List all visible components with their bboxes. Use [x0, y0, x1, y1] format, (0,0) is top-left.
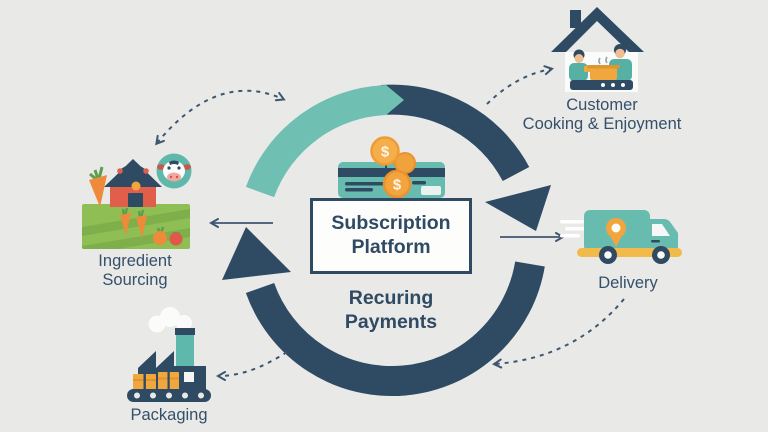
chimney	[176, 330, 194, 368]
subscription-platform-box: Subscription Platform	[310, 198, 472, 274]
delivery-label: Delivery	[598, 274, 658, 292]
cycle-arrow-teal	[245, 85, 388, 198]
windshield	[652, 224, 670, 236]
house-cooking-icon	[551, 7, 644, 92]
conveyor-icon	[127, 389, 211, 402]
house-chimney	[570, 10, 581, 28]
roof	[551, 7, 644, 52]
carrot-icon	[89, 166, 167, 245]
dashed-arrow-from-delivery	[491, 298, 625, 369]
cycle-circle	[222, 84, 551, 397]
cycle-arrowhead-left	[222, 227, 291, 280]
delivery-truck-icon	[560, 210, 682, 264]
platform-label-line2: Platform	[351, 236, 431, 258]
wheel-icon	[599, 246, 670, 264]
ingredient-sourcing-label: Ingredient Sourcing	[98, 252, 172, 290]
location-pin-icon	[606, 218, 626, 247]
recurring-payments-label: Recuring Payments	[344, 287, 438, 333]
box-icon	[133, 372, 179, 391]
cycle-teal-chevron	[386, 85, 404, 115]
coin-dollar-symbol: $	[381, 144, 390, 161]
cycle-arrow-navy-bottom	[245, 261, 545, 397]
smoke-icon	[148, 307, 192, 333]
coin-icon: $ $	[370, 136, 416, 199]
tomato-icon	[169, 232, 183, 246]
barn-icon	[104, 159, 162, 207]
payment-card-icon: $ $	[338, 136, 445, 199]
dashed-arrow-to-customer	[486, 65, 554, 105]
people-cooking-icon	[569, 42, 632, 81]
factory-icon	[127, 307, 211, 402]
stove-counter	[570, 80, 633, 90]
coin-dollar-symbol: $	[393, 177, 402, 194]
cycle-arrowhead-right	[485, 185, 551, 231]
dashed-arrow-sourcing-cycle	[155, 89, 286, 146]
customer-cooking-label: Customer Cooking & Enjoyment	[522, 96, 682, 134]
dashed-arrow-to-packaging	[215, 351, 288, 381]
packaging-label: Packaging	[130, 406, 208, 424]
cow-icon	[156, 153, 192, 189]
platform-label-line1: Subscription	[331, 212, 451, 235]
pot-icon	[587, 65, 620, 80]
farm-icon	[82, 153, 192, 249]
